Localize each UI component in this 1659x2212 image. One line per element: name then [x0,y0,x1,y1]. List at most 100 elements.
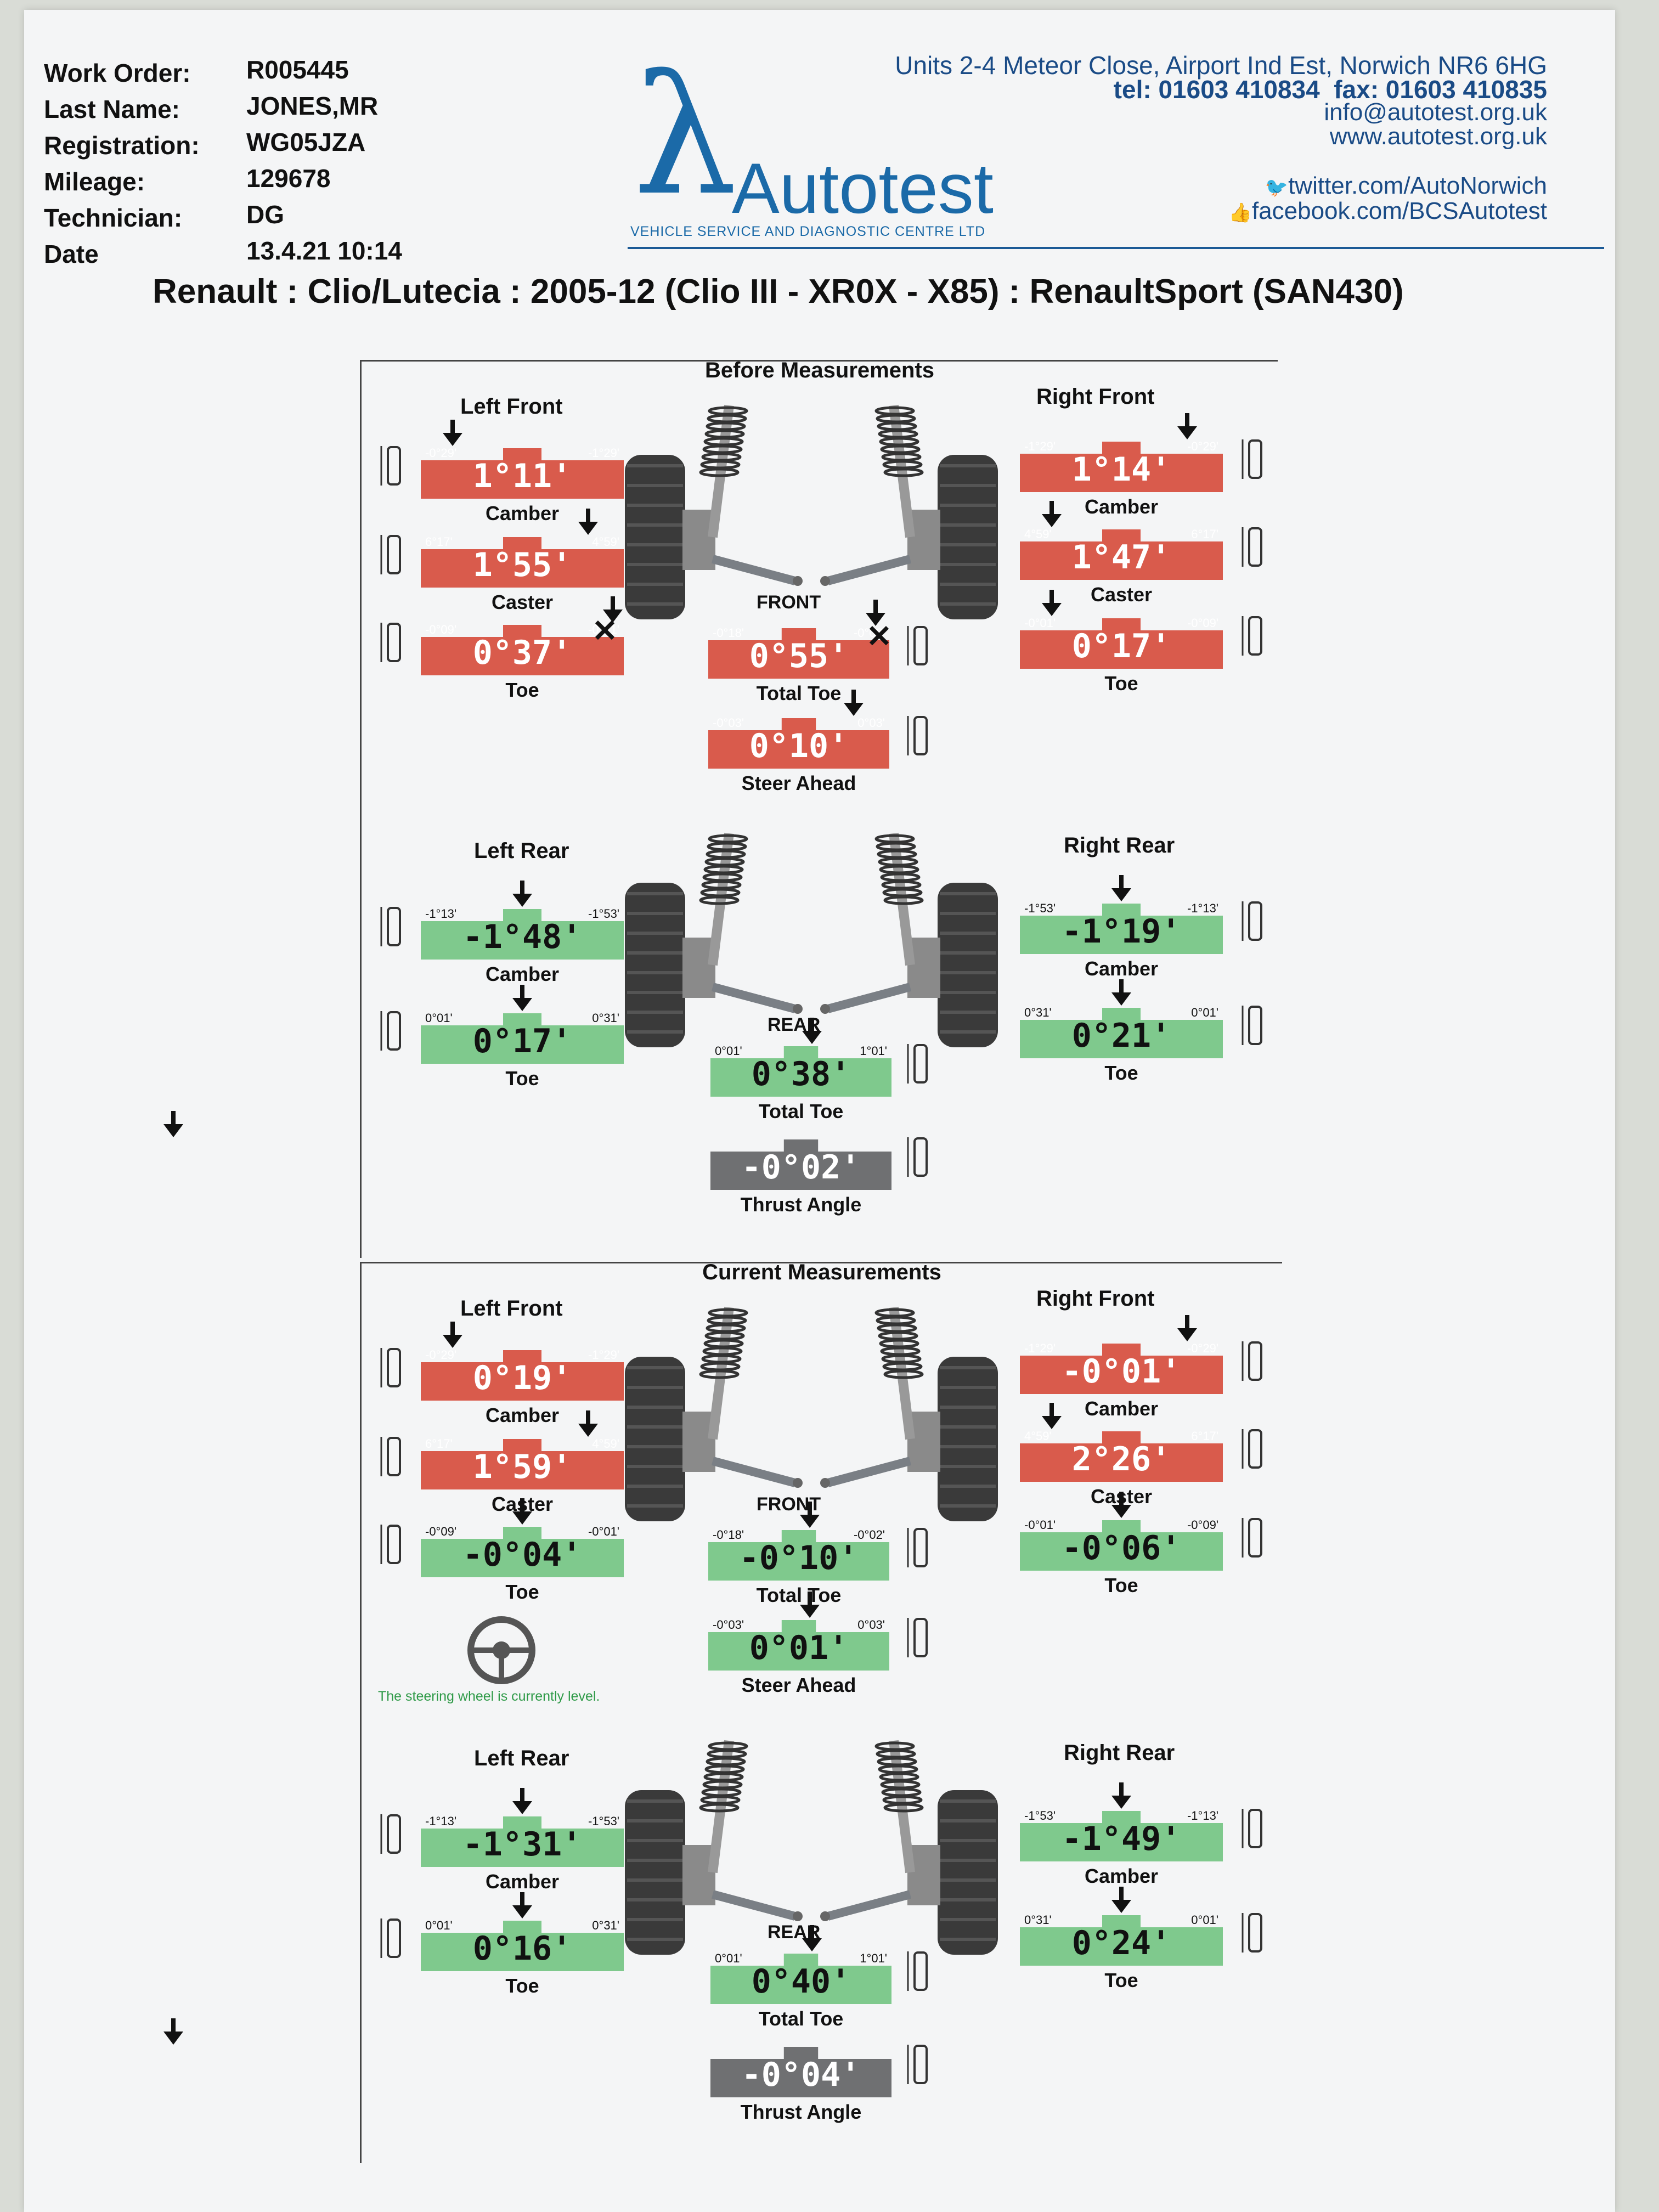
company-address: Units 2-4 Meteor Close, Airport Ind Est,… [895,51,1547,80]
thrust-angle-icon [907,1137,928,1177]
measurement-value: 1°59' [472,1448,572,1486]
measurement-value: 0°38' [751,1055,851,1093]
indicator-arrow-icon [603,596,623,623]
caster-icon [380,535,401,574]
thrust-angle-icon [907,2045,928,2084]
measurement-value: 1°55' [472,546,572,584]
range-max-label: -0°02' [853,626,885,640]
right-front-camber-gauge: -1°29'-0°29'-0°01'Camber [1020,1315,1223,1420]
measurement-label: Camber [1084,495,1159,518]
camber-icon [1242,901,1262,941]
measurement-value: 0°21' [1071,1017,1171,1055]
twitter-icon: 🐦 [1265,177,1289,198]
measurement-value: -1°49' [1062,1820,1181,1858]
camber-icon [380,907,401,946]
gauge-plate [710,1954,891,2004]
measurement-value: 0°16' [472,1929,572,1968]
left-front-label: Left Front [460,394,563,419]
last-name-value: JONES,MR [246,92,379,120]
left-rear-toe-gauge: 0°01'0°31'0°16'Toe [421,1892,624,1997]
range-max-label: -0°02' [853,1528,885,1542]
gauge-plate [1020,904,1223,954]
company-web: www.autotest.org.uk [1329,123,1547,150]
indicator-arrow-icon [800,1592,820,1618]
mileage-label: Mileage: [44,167,145,196]
measurement-value: -0°04' [741,2056,861,2094]
range-min-label: -0°09' [425,623,457,636]
camber-icon [1242,439,1262,479]
toe-icon [1242,1518,1262,1558]
measurement-value: -1°48' [462,918,582,956]
gauge-plate [708,1620,889,1671]
gauge-plate [421,1921,624,1971]
range-min-label: 0°31' [1024,1913,1052,1927]
indicator-arrow-icon [512,985,532,1011]
range-min-label: -0°18' [713,626,744,640]
range-max-label: -0°29' [1187,1341,1218,1355]
range-min-label: 0°31' [1024,1006,1052,1019]
range-max-label: -1°13' [1187,901,1218,915]
company-tel: tel: 01603 410834 [1113,75,1320,104]
right-front-toe-gauge: -0°01'-0°09'0°17'Toe [1020,590,1223,695]
range-max-label: 0°03' [857,716,885,730]
range-min-label: -0°03' [713,1618,744,1632]
before-title: Before Measurements [705,358,934,382]
front-suspension-diagram [625,1306,998,1521]
range-min-label: -0°18' [713,1528,744,1542]
thumbs-up-icon: 👍 [1228,202,1252,223]
gauge-plate [1020,618,1223,669]
measurement-label: Caster [1090,583,1153,606]
company-twitter: 🐦twitter.com/AutoNorwich [1265,172,1547,199]
gauge-plate [421,625,624,675]
measurement-value: 2°26' [1071,1440,1171,1479]
toe-icon [380,1525,401,1564]
indicator-arrow-icon [578,1410,598,1437]
camber-icon [1242,1809,1262,1848]
measurement-label: Thrust Angle [740,2101,862,2123]
range-min-label: -1°29' [1024,439,1056,453]
gauge-plate [1020,1008,1223,1058]
measurement-label: Toe [1104,1969,1138,1991]
gauge-plate [708,718,889,769]
mileage-value: 129678 [246,164,331,193]
measurement-label: Steer Ahead [741,1674,856,1696]
measurement-value: 1°14' [1071,450,1171,489]
gauge-plate [1020,442,1223,492]
caster-icon [1242,1429,1262,1469]
company-email: info@autotest.org.uk [1324,99,1547,126]
range-min-label: 0°01' [425,1011,453,1025]
range-min-label: 4°59' [1024,1429,1052,1443]
indicator-arrow-icon [866,600,885,626]
range-min-label: 4°59' [1024,527,1052,541]
measurement-label: Caster [491,591,554,613]
gauge-plate [421,1013,624,1064]
total-toe-icon [907,626,928,665]
front-suspension-diagram [625,404,998,619]
left-rear-toe-gauge: 0°01'0°31'0°17'Toe [421,985,624,1090]
range-max-label: -0°09' [1187,616,1218,630]
range-min-label: -1°29' [1024,1341,1056,1355]
right-front-camber-gauge: -1°29' -0°29' 1°14' Camber [1020,413,1223,518]
range-min-label: -0°29' [425,446,457,460]
right-front-caster-gauge: 4°59'6°17'2°26'Caster [1020,1403,1223,1508]
camber-icon [380,1348,401,1387]
range-max-label: 0°01' [1191,1006,1218,1019]
measurement-label: Camber [485,1404,560,1426]
left-rear-label: Left Rear [474,839,569,863]
total-toe-icon [907,1044,928,1084]
measurement-label: Camber [485,502,560,524]
range-min-label: -0°03' [713,716,744,730]
range-max-label: -0°29' [1187,439,1218,453]
range-min-label: -0°01' [1024,616,1056,630]
range-min-label: 0°01' [715,1951,742,1965]
toe-icon [1242,1913,1262,1953]
measurement-label: Toe [1104,1062,1138,1084]
right-front-caster-gauge: 4°59'6°17'1°47'Caster [1020,501,1223,606]
measurement-label: Camber [1084,1397,1159,1420]
measurement-value: -0°02' [741,1148,861,1187]
left-front-camber-gauge: -0°29'-1°29'1°11'Camber [421,420,624,524]
range-min-label: -0°09' [425,1525,457,1538]
measurement-value: 1°47' [1071,538,1171,577]
thrust-angle-gauge: -0°04' Thrust Angle [163,2018,891,2123]
